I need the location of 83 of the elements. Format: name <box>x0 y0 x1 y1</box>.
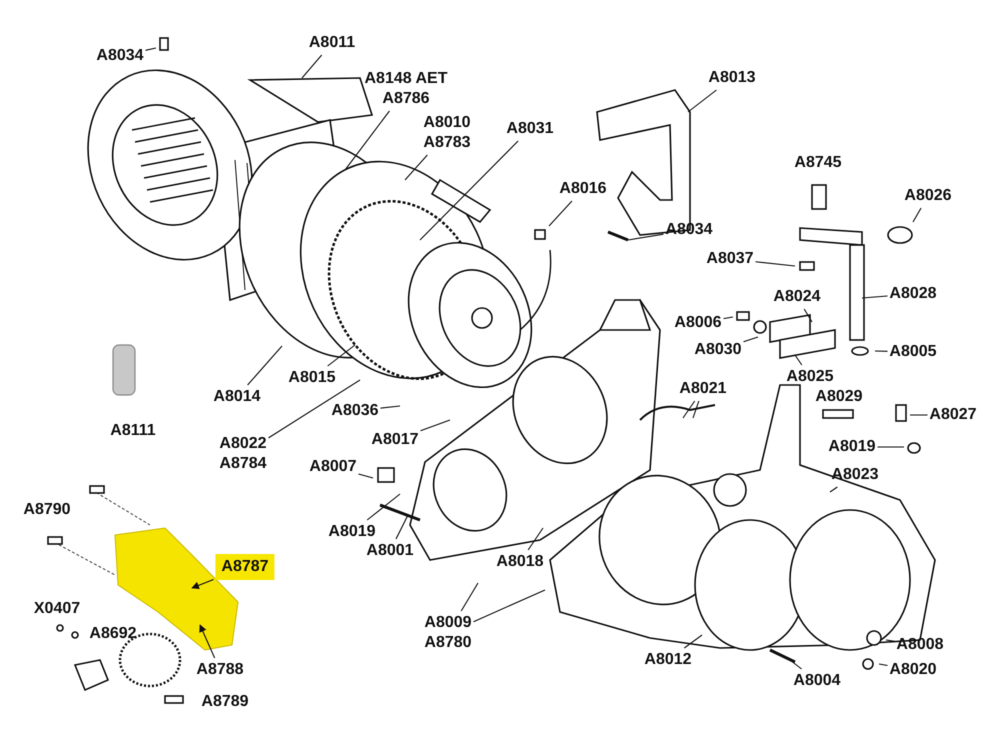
part-number: A8013 <box>708 68 756 88</box>
leader-line <box>366 494 400 520</box>
leader-line <box>886 639 895 642</box>
leader-line <box>548 200 572 226</box>
leader-line <box>755 261 796 267</box>
leader-line <box>794 354 802 366</box>
leader-line <box>191 578 214 590</box>
leader-line <box>910 414 928 416</box>
leader-line <box>145 47 156 51</box>
part-number: A8030 <box>694 340 742 360</box>
part-number: A8021 <box>679 379 727 399</box>
part-number: A8006 <box>674 313 722 333</box>
leader-line <box>268 380 360 438</box>
part-number: A8025 <box>786 367 834 387</box>
part-number: A8029 <box>815 387 863 407</box>
part-number: A8014 <box>213 387 261 407</box>
part-number: A8034 <box>96 46 144 66</box>
leader-line <box>358 473 374 479</box>
part-number: A8111 <box>110 421 156 441</box>
part-number: A8790 <box>23 500 71 520</box>
part-number: A8020 <box>889 660 937 680</box>
leader-line <box>420 140 518 240</box>
part-number: A8018 <box>496 552 544 572</box>
part-number: A8745 <box>794 153 842 173</box>
part-number: A8004 <box>793 671 841 691</box>
part-number: A8005 <box>889 342 937 362</box>
leader-line <box>790 660 802 670</box>
part-number: A8036 <box>331 401 379 421</box>
leader-line <box>628 234 664 241</box>
leader-line <box>247 346 282 386</box>
leader-line <box>380 405 400 409</box>
leader-line <box>723 316 734 320</box>
part-number: A8022 <box>219 434 267 454</box>
leader-line <box>878 663 888 666</box>
part-number: A8026 <box>904 186 952 206</box>
leader-line <box>473 590 546 622</box>
part-number: A8019 <box>328 522 376 542</box>
part-number: A8788 <box>196 660 244 680</box>
leader-line <box>862 295 888 299</box>
leader-line <box>804 308 812 322</box>
part-number: A8015 <box>288 368 336 388</box>
leader-line <box>302 54 322 78</box>
leader-line <box>743 336 758 342</box>
leader-line <box>404 154 428 180</box>
part-number: A8148 AET <box>364 69 448 89</box>
part-number: A8023 <box>831 465 879 485</box>
part-number: A8007 <box>309 457 357 477</box>
part-number: A8011 <box>308 33 356 53</box>
part-number: A8783 <box>423 133 471 153</box>
part-number: A8028 <box>889 284 937 304</box>
leader-line <box>684 634 702 648</box>
part-number: A8009 <box>424 613 472 633</box>
leader-line <box>327 344 356 366</box>
part-number: A8031 <box>506 119 554 139</box>
leader-line <box>460 582 478 612</box>
leader-line <box>688 90 717 112</box>
leader-line <box>692 400 700 418</box>
part-number: A8784 <box>219 454 267 474</box>
leader-line <box>682 400 696 418</box>
part-number: A8789 <box>201 692 249 712</box>
part-number: A8787 <box>221 557 269 577</box>
part-number: A8017 <box>371 430 419 450</box>
part-number: A8692 <box>89 624 137 644</box>
part-number: A8010 <box>423 113 471 133</box>
leader-line <box>420 419 450 432</box>
part-number: A8024 <box>773 287 821 307</box>
part-number: A8027 <box>929 405 977 425</box>
highlighted-callout <box>215 554 275 580</box>
part-number: A8786 <box>382 89 430 109</box>
part-number: A8016 <box>559 179 607 199</box>
part-number: A8001 <box>366 541 414 561</box>
part-number: A8780 <box>424 633 472 653</box>
part-number: A8037 <box>706 249 754 269</box>
part-number: A8019 <box>828 437 876 457</box>
leader-line <box>396 514 408 540</box>
leader-line <box>878 446 904 448</box>
part-number: A8012 <box>644 650 692 670</box>
leader-line <box>912 208 922 222</box>
leader-line <box>344 110 390 170</box>
part-number: X0407 <box>34 599 80 619</box>
leader-line <box>528 528 544 550</box>
leader-line <box>874 350 888 352</box>
leader-line <box>830 486 838 492</box>
